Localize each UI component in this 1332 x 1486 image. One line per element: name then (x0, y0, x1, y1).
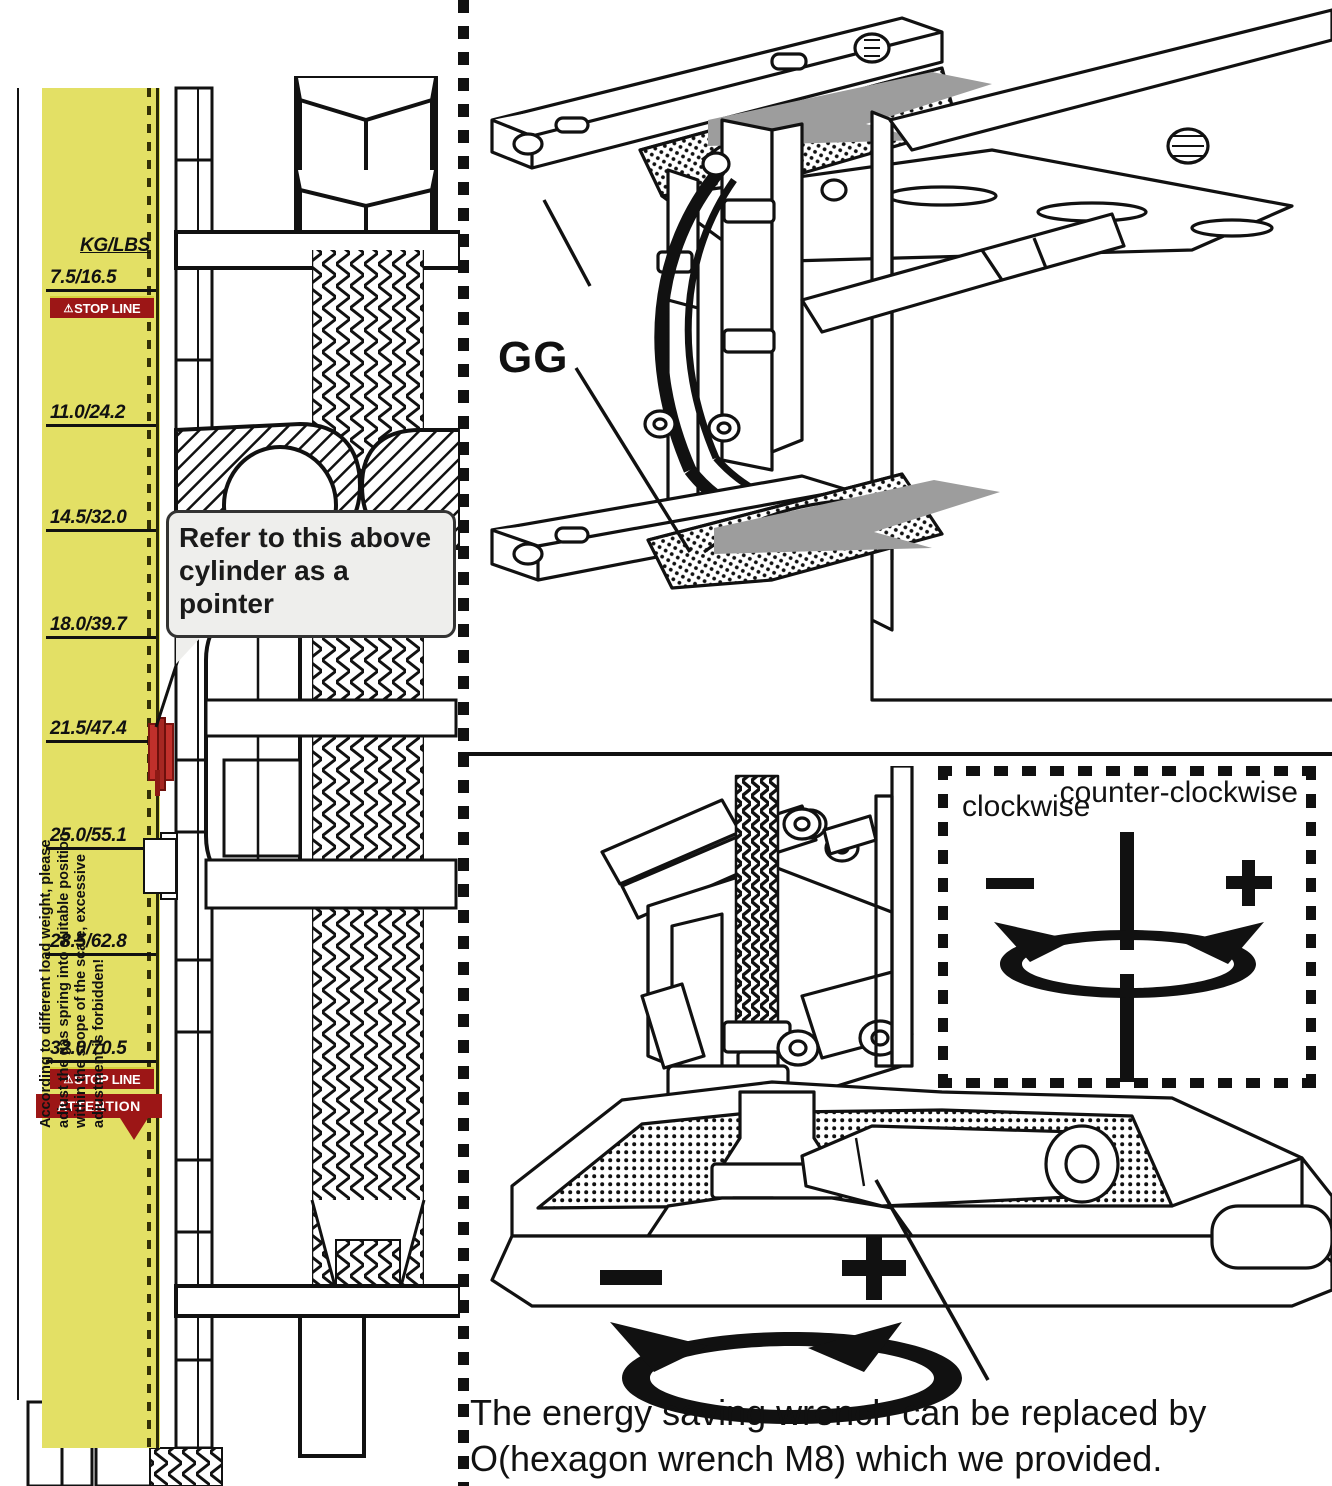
caption-line-2: O(hexagon wrench M8) which we provided. (470, 1438, 1163, 1479)
scale-tick: 32.0/70.5 (46, 1039, 156, 1063)
callout-tail (176, 636, 202, 664)
scale-header-rule (46, 257, 156, 260)
weight-scale-strip (42, 88, 160, 1448)
scale-header: KG/LBS (46, 236, 156, 260)
attention-banner: ATTENTION (36, 1094, 162, 1118)
scale-tick-rule (46, 847, 156, 850)
gg-label: GG (498, 333, 568, 383)
scale-tick-rule (46, 424, 156, 427)
scale-tick-rule (46, 1060, 156, 1063)
callout-text: Refer to this above cylinder as a pointe… (179, 522, 432, 619)
counter-clockwise-label-text: counter-clockwise (1059, 776, 1298, 809)
chair-mechanism-line-art-top (490, 8, 1332, 702)
callout-bubble: Refer to this above cylinder as a pointe… (166, 510, 456, 638)
warning-triangle-icon: ⚠ (63, 302, 74, 315)
seat-mechanism-upper-view (472, 0, 1332, 758)
scale-tick: 11.0/24.2 (46, 403, 156, 427)
scale-tick: 18.0/39.7 (46, 615, 156, 639)
scale-tick-rule (46, 953, 156, 956)
box-edge-right (1306, 766, 1316, 1088)
attention-text: According to different load weight, plea… (38, 832, 107, 1128)
pointer-center-bar (157, 717, 166, 791)
stop-line-badge-upper: ⚠ STOP LINE (50, 296, 154, 318)
scale-header-label: KG/LBS (80, 235, 150, 256)
warning-triangle-icon: ⚠ (63, 1073, 74, 1086)
box-edge-top (938, 766, 1316, 776)
panel-divider-vertical (458, 0, 469, 1486)
scale-tick-label: 21.5/47.4 (50, 718, 127, 739)
chair-base-line-art (490, 764, 1332, 1424)
base-mechanism-lower-view (472, 764, 1332, 1486)
scale-tick-label: 32.0/70.5 (50, 1038, 127, 1059)
scale-tick-rule (46, 289, 156, 292)
scale-tick: 21.5/47.4 (46, 719, 156, 743)
gg-label-text: GG (498, 333, 569, 382)
scale-tick-label: 7.5/16.5 (50, 267, 117, 288)
scale-tick-label: 28.5/62.8 (50, 931, 127, 952)
caption-line-1: The energy saving wrench can be replaced… (470, 1392, 1207, 1433)
stop-line-badge-lower: ⚠ STOP LINE (50, 1067, 154, 1089)
scale-panel: KG/LBS 7.5/16.5 ⚠ STOP LINE 11.0/24.2 14… (0, 0, 460, 1486)
box-edge-bottom (938, 1078, 1316, 1088)
box-edge-left (938, 766, 948, 1088)
attention-notch (120, 1118, 148, 1140)
rotation-axis-arrows-icon (986, 832, 1272, 1082)
clockwise-label-text: clockwise (962, 790, 1091, 823)
attention-title: ATTENTION (57, 1098, 141, 1114)
scale-tick: 28.5/62.8 (46, 932, 156, 956)
scale-tick: 7.5/16.5 (46, 268, 156, 292)
scale-tick: 14.5/32.0 (46, 508, 156, 532)
counter-clockwise-label: counter-clockwise (1060, 776, 1298, 809)
panel-divider-horizontal (458, 752, 1332, 756)
scale-tick-label: 18.0/39.7 (50, 614, 127, 635)
cylinder-collar (143, 838, 177, 894)
scale-tick-label: 25.0/55.1 (50, 825, 127, 846)
bottom-caption: The energy saving wrench can be replaced… (470, 1390, 1332, 1482)
scale-tick-rule (46, 529, 156, 532)
scale-tick-label: 14.5/32.0 (50, 507, 127, 528)
pointer-stem (155, 770, 160, 796)
scale-tick: 25.0/55.1 (46, 826, 156, 850)
rotation-direction-box: clockwise counter-clockwise (938, 766, 1316, 1088)
clockwise-label: clockwise (962, 790, 1090, 824)
scale-tick-label: 11.0/24.2 (50, 402, 126, 423)
stop-line-label: STOP LINE (74, 300, 141, 316)
scale-tick-rule (46, 636, 156, 639)
scale-tick-rule (46, 740, 156, 743)
stop-line-label: STOP LINE (74, 1071, 141, 1087)
gas-spring-pointer-marker (148, 717, 174, 791)
